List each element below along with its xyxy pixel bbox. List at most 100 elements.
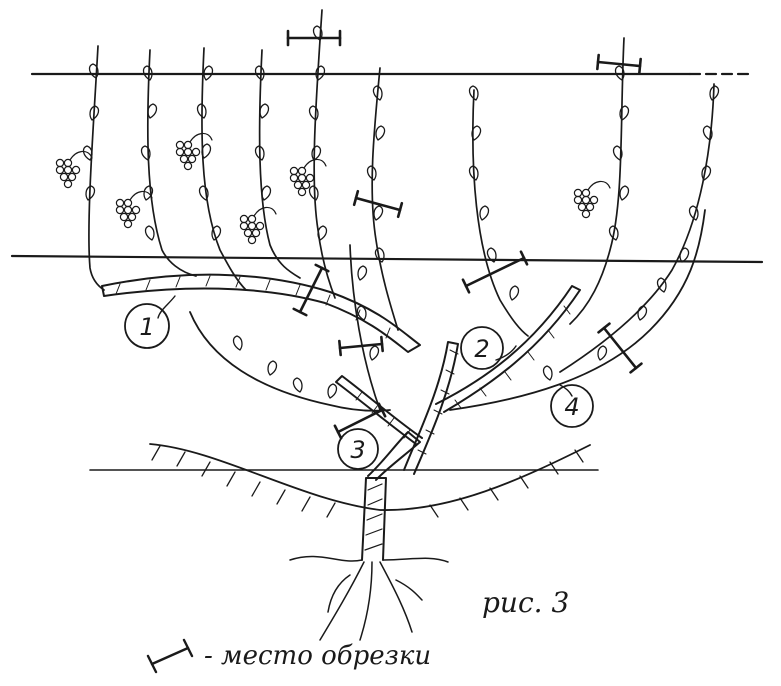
shoot (559, 83, 715, 373)
grape-cluster-icon (573, 180, 611, 219)
arm-labels: 1 2 3 4 (124, 303, 594, 470)
roots (289, 555, 449, 641)
leaf-icon (311, 145, 322, 161)
shoot (146, 49, 197, 277)
grape-cluster-icon (55, 150, 93, 189)
shoot (349, 244, 381, 411)
cut-mark-icon (461, 250, 529, 294)
leaf-icon (688, 205, 699, 221)
stem-right (403, 341, 459, 475)
leaf-icon (709, 85, 720, 101)
leaf-icon (612, 145, 623, 161)
label-1: 1 (124, 303, 170, 349)
cut-mark-icon (338, 335, 384, 357)
shoot (201, 47, 247, 291)
leaf-icon (327, 383, 338, 399)
main-stems (367, 341, 459, 481)
leaf-icon (259, 103, 270, 119)
trunk (289, 477, 449, 641)
label-2-text: 2 (474, 335, 489, 363)
shoot (88, 45, 105, 291)
shoot (371, 67, 399, 331)
leaf-icon (356, 305, 367, 321)
arm-2-cordon (435, 285, 581, 413)
leaf-icon (147, 103, 158, 119)
cut-mark-icon (292, 263, 330, 317)
leaf-icon (140, 145, 151, 161)
leaf-icon (308, 185, 319, 201)
leaf-icon (85, 185, 96, 201)
grape-cluster-icon (239, 206, 277, 245)
leaf-icon (201, 143, 212, 159)
arm-2 (435, 285, 581, 413)
legend-text: - место обрезки (204, 641, 431, 671)
leaf-icon (261, 185, 272, 201)
leaf-icon (142, 65, 153, 81)
grape-cluster-icon (289, 158, 327, 197)
label-3-text: 3 (350, 436, 365, 464)
figure-caption: рис. 3 (482, 586, 569, 619)
shoot (569, 37, 625, 325)
arm-3-hatch (355, 391, 411, 439)
shoot (472, 89, 529, 337)
leaf-icon (89, 105, 100, 121)
arm-1-label-leader (157, 295, 176, 319)
hanging-cane-left (189, 311, 391, 412)
leaf-icon (254, 145, 265, 161)
leaf-icon (509, 285, 520, 301)
cut-mark-icon (146, 638, 194, 674)
leaf-icon (211, 225, 222, 241)
leaf-icon (619, 185, 630, 201)
leaf-icon (315, 65, 326, 81)
leaf-icon (372, 85, 383, 101)
leaves (82, 25, 720, 399)
stem-left (367, 431, 421, 481)
label-4: 4 (550, 384, 594, 428)
leaf-icon (203, 65, 214, 81)
leaf-icon (317, 225, 328, 241)
arm-2-hatch (454, 305, 571, 409)
arm-2-label-leader (495, 345, 517, 361)
leaf-icon (701, 165, 712, 181)
label-1-text: 1 (139, 313, 154, 341)
grape-cluster-icon (115, 190, 153, 229)
trellis-wires (10, 72, 764, 471)
legend: - место обрезки (146, 638, 431, 674)
shoot (258, 49, 301, 279)
leaf-icon (196, 103, 207, 119)
ground (149, 443, 591, 518)
cut-mark-icon (286, 29, 342, 47)
cut-mark-icon (333, 402, 387, 440)
shoot (313, 9, 336, 299)
ground-hatching (151, 445, 584, 518)
label-2: 2 (460, 326, 504, 370)
leaf-icon (373, 205, 384, 221)
leaf-icon (375, 125, 386, 141)
trunk-outline (361, 477, 387, 561)
leaf-icon (702, 125, 713, 141)
label-1-circle (124, 303, 170, 349)
leaf-icon (82, 145, 93, 161)
leaf-icon (468, 165, 479, 181)
leaf-icon (608, 225, 619, 241)
grape-clusters (55, 132, 611, 245)
ground-line (149, 443, 591, 511)
leaf-icon (619, 105, 630, 121)
label-2-circle (460, 326, 504, 370)
label-4-circle (550, 384, 594, 428)
arm-3 (335, 375, 423, 445)
leaf-icon (232, 335, 243, 351)
label-3: 3 (337, 428, 379, 470)
arm-4-cane (449, 209, 706, 411)
leaf-icon (468, 85, 479, 101)
trunk-bark (364, 483, 383, 551)
label-3-circle (337, 428, 379, 470)
leaf-icon (312, 25, 323, 41)
leaf-icon (637, 305, 648, 321)
arm-3-cordon (335, 375, 423, 445)
stem-right-hatch (417, 349, 459, 455)
leaf-icon (597, 345, 608, 361)
leaf-icon (486, 247, 497, 263)
leaf-icon (374, 247, 385, 263)
leaf-icon (369, 345, 380, 361)
